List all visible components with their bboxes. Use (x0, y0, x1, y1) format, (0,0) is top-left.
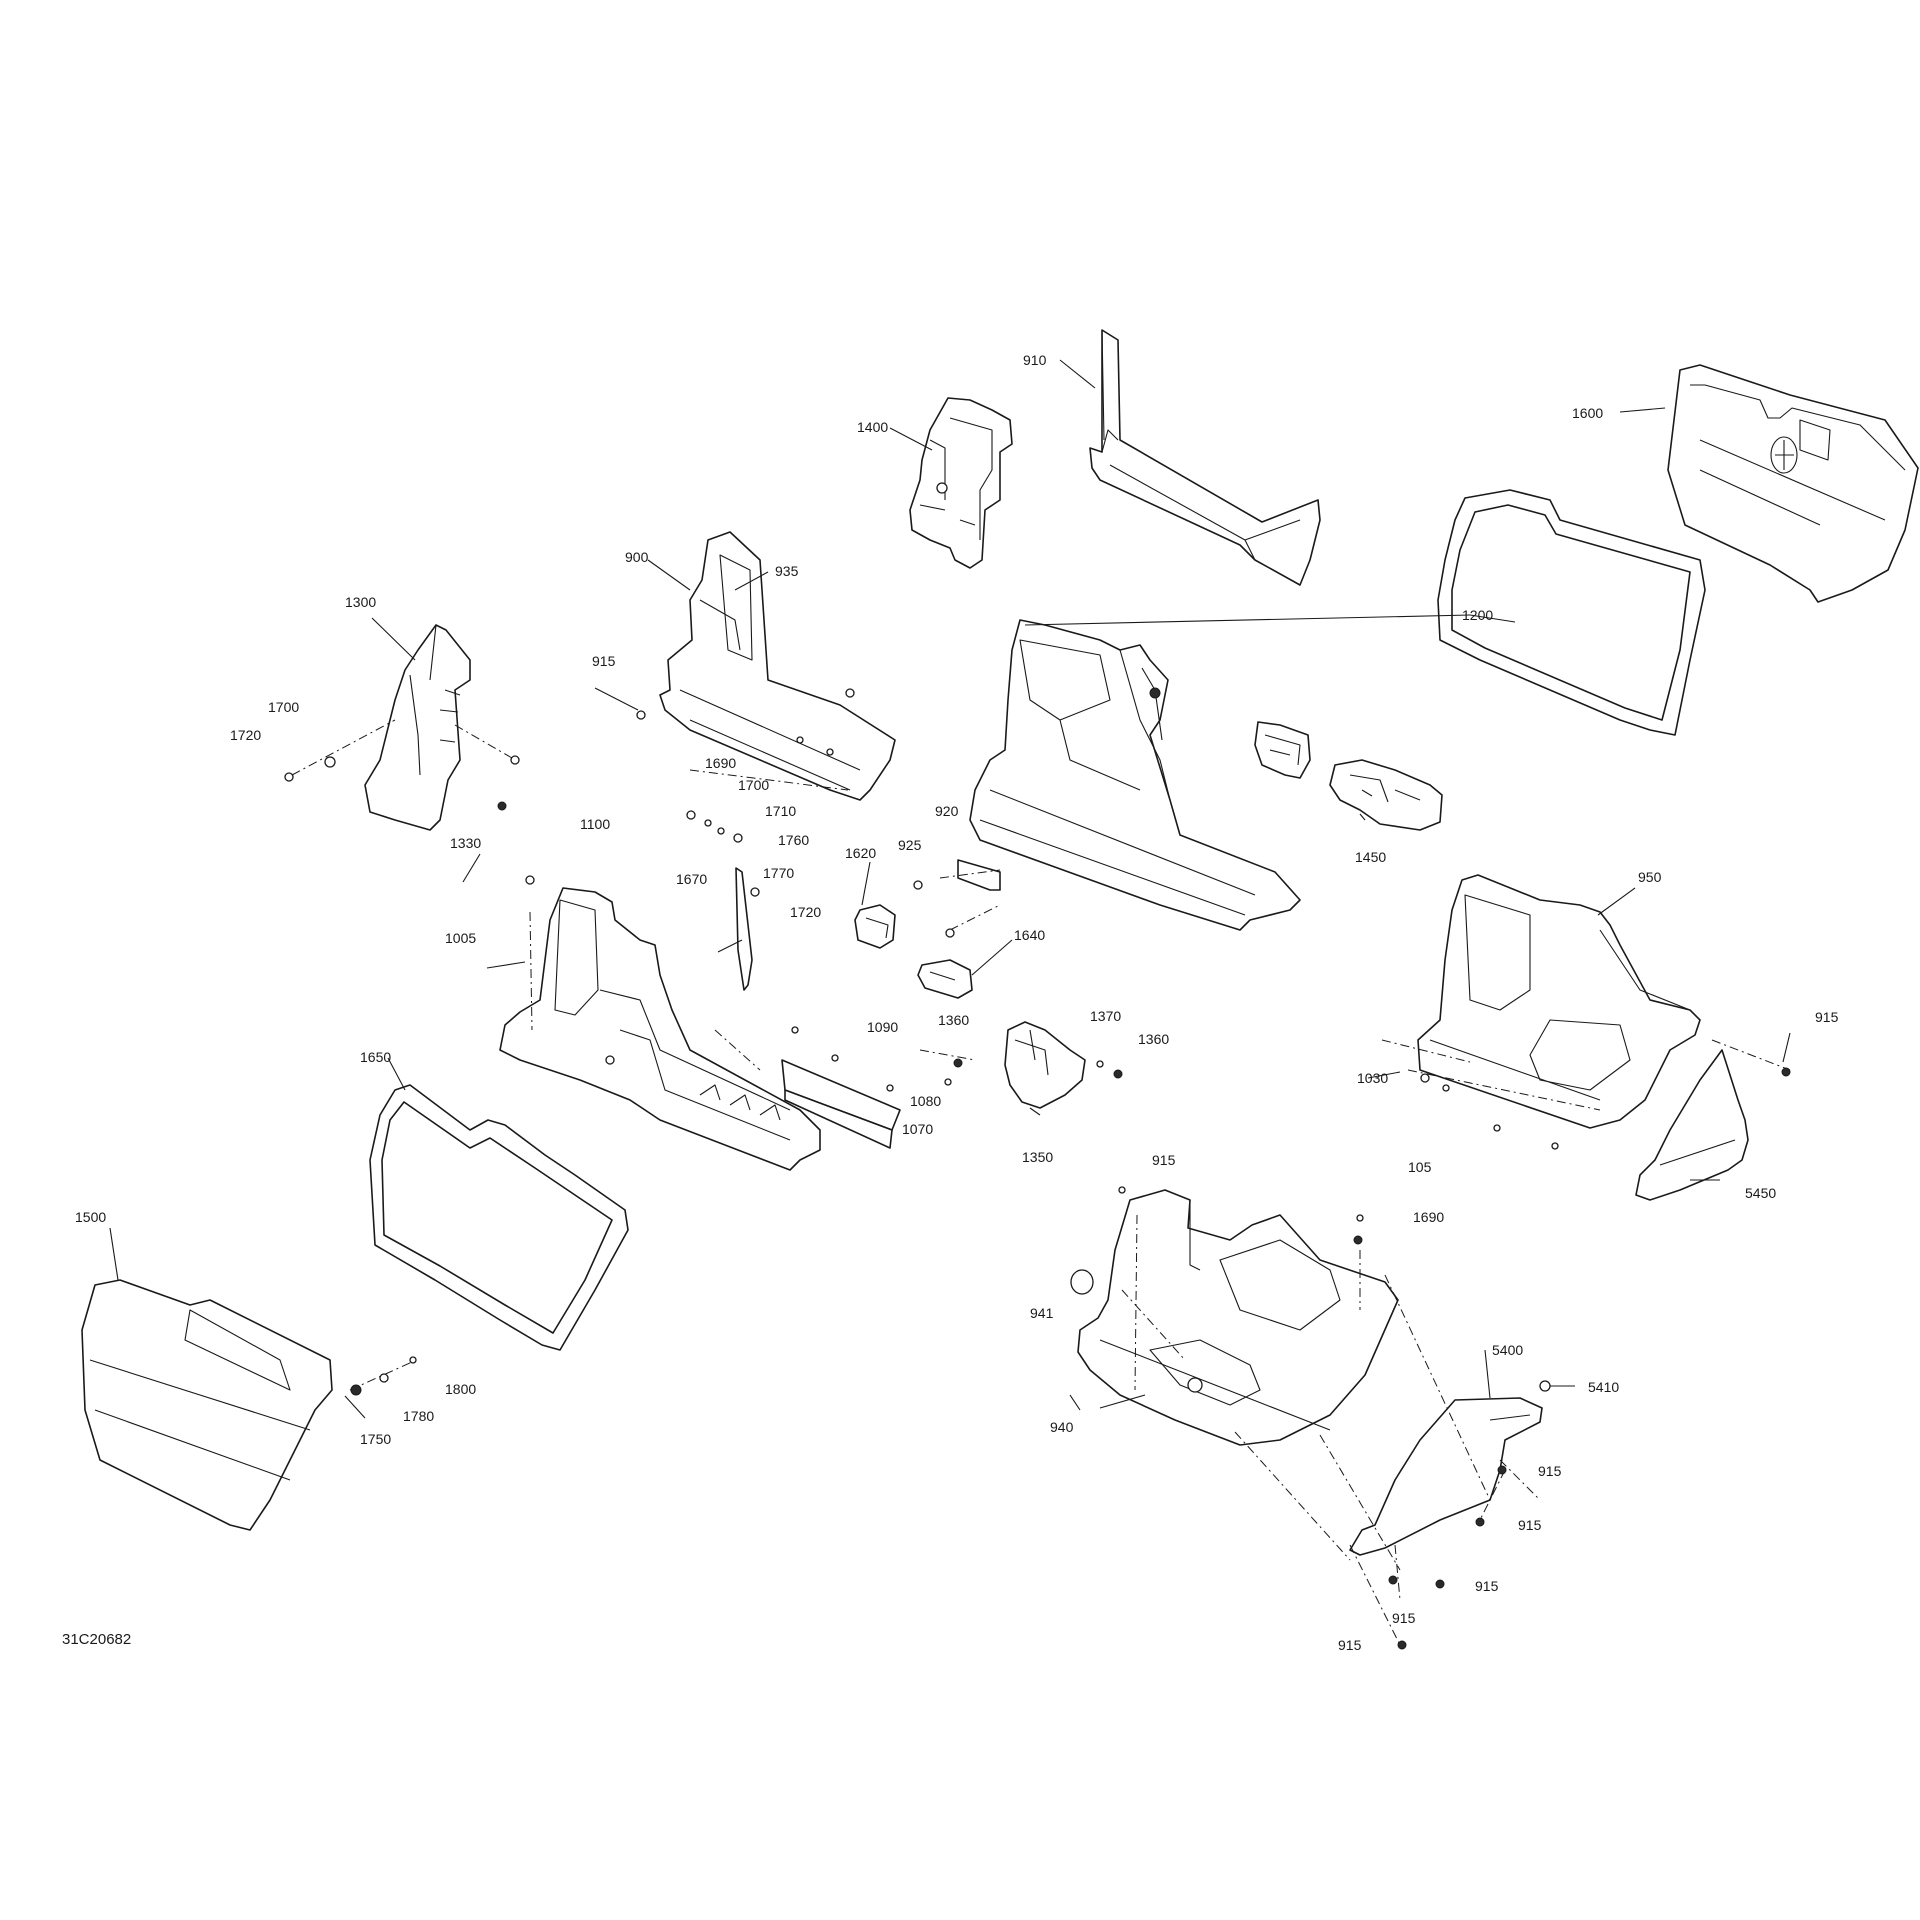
callout-5410: 5410 (1588, 1379, 1619, 1395)
callout-920: 920 (935, 803, 959, 819)
callout-1770: 1770 (763, 865, 794, 881)
callout-1300: 1300 (345, 594, 376, 610)
callout-1330: 1330 (450, 835, 481, 851)
callout-1370: 1370 (1090, 1008, 1121, 1024)
part-1350-bracket[interactable] (1004, 1021, 1086, 1109)
callout-915: 915 (1518, 1517, 1542, 1533)
callout-1760: 1760 (778, 832, 809, 848)
callout-105: 105 (1408, 1159, 1432, 1175)
callout-915: 915 (592, 653, 616, 669)
callout-1200: 1200 (1462, 607, 1493, 623)
callout-1800: 1800 (445, 1381, 476, 1397)
part-920-bracket[interactable] (957, 859, 1001, 891)
callout-1690: 1690 (1413, 1209, 1444, 1225)
callout-1360: 1360 (938, 1012, 969, 1028)
fastener-1720-a (284, 772, 294, 782)
part-1640-clip[interactable] (917, 959, 973, 999)
part-5450-shield[interactable] (1635, 1049, 1749, 1201)
hardware-fasteners (284, 688, 1791, 1650)
callout-1005: 1005 (445, 930, 476, 946)
part-1100-floor-pan[interactable] (499, 887, 821, 1171)
part-1670-strip[interactable] (735, 867, 753, 991)
part-1600-door-seal[interactable] (1437, 489, 1706, 736)
callout-1350: 1350 (1022, 1149, 1053, 1165)
callout-915: 915 (1538, 1463, 1562, 1479)
callout-900: 900 (625, 549, 649, 565)
callout-5400: 5400 (1492, 1342, 1523, 1358)
callout-1500: 1500 (75, 1209, 106, 1225)
callout-1670: 1670 (676, 871, 707, 887)
callout-1650: 1650 (360, 1049, 391, 1065)
callout-1620: 1620 (845, 845, 876, 861)
callout-1690: 1690 (705, 755, 736, 771)
part-1650-door-seal[interactable] (369, 1084, 629, 1351)
leader-lines (109, 359, 1791, 1419)
callout-1400: 1400 (857, 419, 888, 435)
callout-1720: 1720 (790, 904, 821, 920)
callout-1450: 1450 (1355, 849, 1386, 865)
part-1200-floor-pan[interactable] (969, 619, 1301, 931)
callout-915: 915 (1338, 1637, 1362, 1653)
part-1620-clip[interactable] (854, 904, 896, 949)
assembly-lines (291, 719, 1791, 1646)
callout-940: 940 (1050, 1419, 1074, 1435)
callout-1720: 1720 (230, 727, 261, 743)
callout-910: 910 (1023, 352, 1047, 368)
callout-925: 925 (898, 837, 922, 853)
callout-1030: 1030 (1357, 1070, 1388, 1086)
callout-950: 950 (1638, 869, 1662, 885)
diagram-reference-code: 31C20682 (62, 1631, 131, 1648)
part-1400-bracket[interactable] (909, 397, 1013, 569)
callout-1710: 1710 (765, 803, 796, 819)
part-1300-side-panel[interactable] (364, 624, 471, 831)
callout-1080: 1080 (910, 1093, 941, 1109)
callout-935: 935 (775, 563, 799, 579)
fastener-1700-a (324, 756, 336, 768)
part-5400-shield[interactable] (1349, 1397, 1543, 1556)
callout-915: 915 (1475, 1578, 1499, 1594)
part-1500-left-door[interactable] (81, 1279, 333, 1531)
callout-915: 915 (1152, 1152, 1176, 1168)
part-910-trim-rail[interactable] (1089, 329, 1321, 586)
callout-5450: 5450 (1745, 1185, 1776, 1201)
callout-915: 915 (1815, 1009, 1839, 1025)
callout-1640: 1640 (1014, 927, 1045, 943)
callout-1700: 1700 (268, 699, 299, 715)
part-950-floor-pan[interactable] (1417, 874, 1701, 1129)
callout-1090: 1090 (867, 1019, 898, 1035)
part-1450-bracket[interactable] (1329, 759, 1443, 831)
callout-1700: 1700 (738, 777, 769, 793)
part-900-frame-rail[interactable] (659, 531, 896, 801)
part-1600-right-door[interactable] (1667, 364, 1919, 603)
callout-915: 915 (1392, 1610, 1416, 1626)
callout-941: 941 (1030, 1305, 1054, 1321)
part-1070-plate[interactable] (781, 1059, 901, 1149)
callout-1360: 1360 (1138, 1031, 1169, 1047)
callout-1070: 1070 (902, 1121, 933, 1137)
callout-1100: 1100 (580, 816, 610, 832)
callout-1750: 1750 (360, 1431, 391, 1447)
callout-1780: 1780 (403, 1408, 434, 1424)
part-940-floor-tub[interactable] (1070, 1189, 1399, 1446)
callout-1600: 1600 (1572, 405, 1603, 421)
part-small-clip-a[interactable] (1254, 721, 1311, 779)
callout-labels: 910 1400 1600 900 935 1300 915 1200 1700… (75, 352, 1839, 1653)
